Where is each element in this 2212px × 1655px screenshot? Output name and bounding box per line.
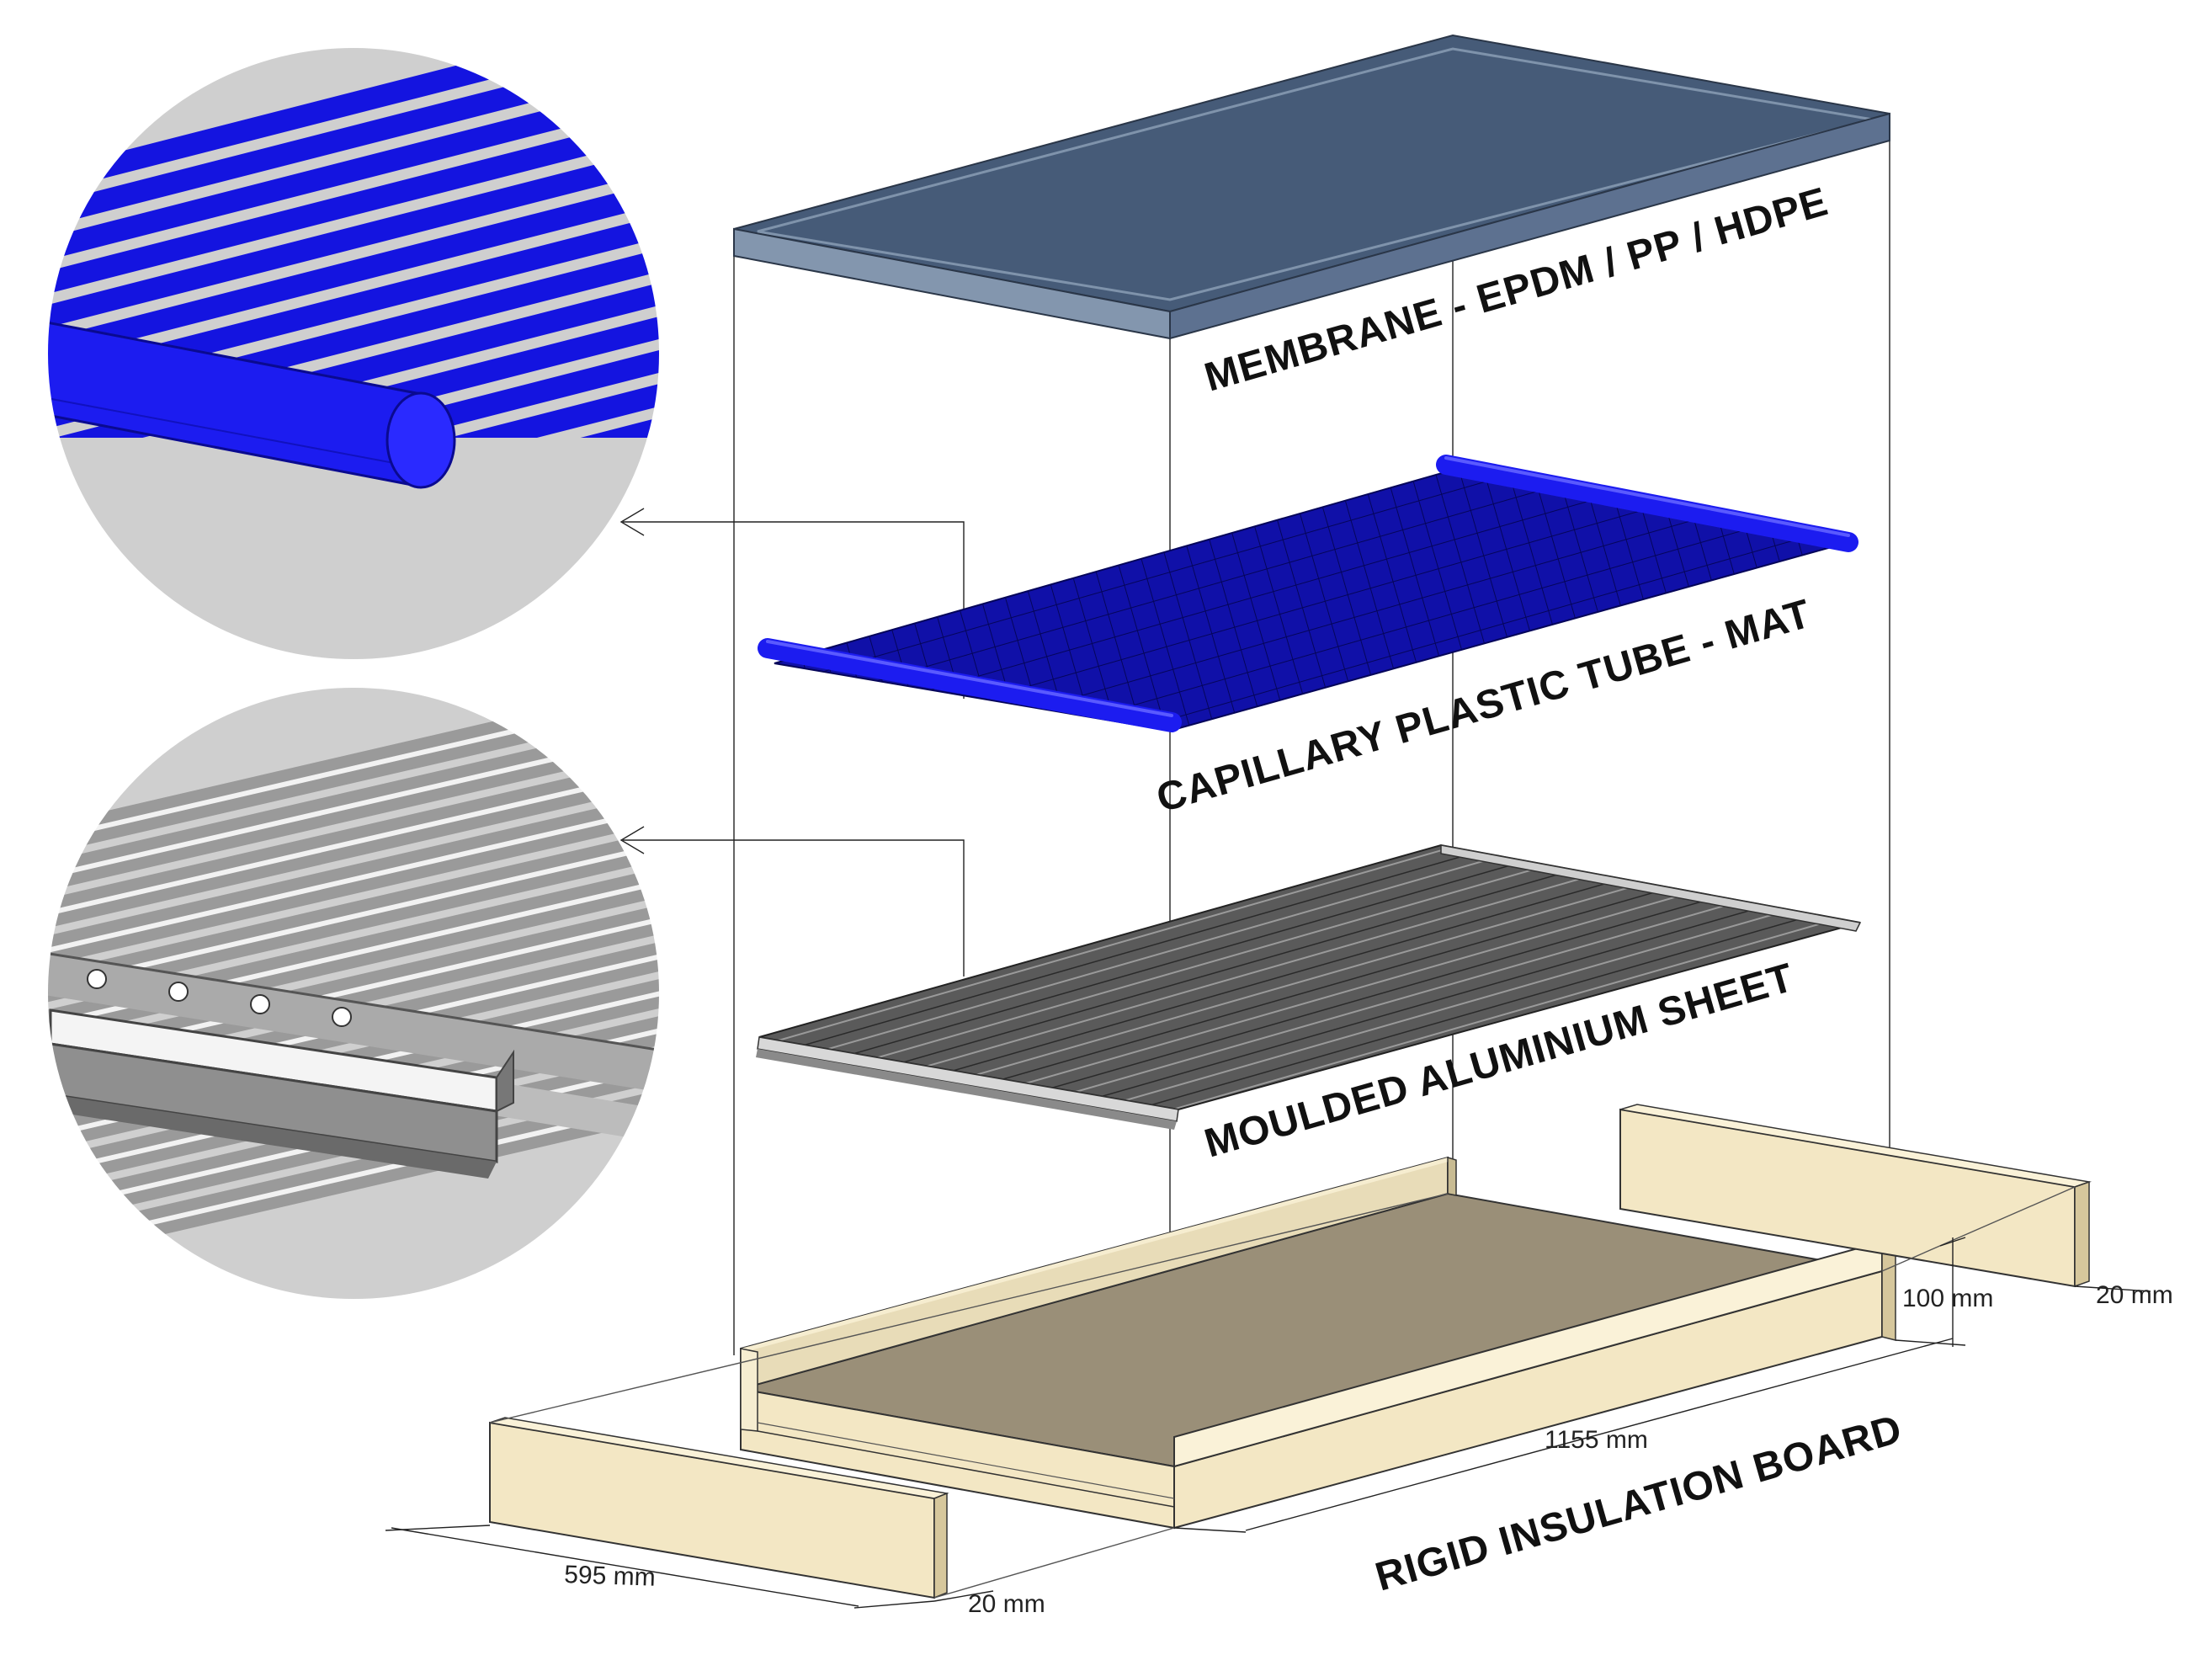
membrane-layer bbox=[733, 34, 1890, 340]
dimension-width-front: 595 mm bbox=[564, 1561, 656, 1592]
aluminium-groove-highlight bbox=[46, 799, 661, 964]
aluminium-sheet-layer bbox=[756, 843, 1862, 1130]
dimension-thickness-right: 20 mm bbox=[2096, 1281, 2173, 1309]
aluminium-groove-highlight bbox=[46, 873, 661, 1038]
dimension-lines bbox=[385, 1186, 2151, 1609]
dimension-height: 100 mm bbox=[1902, 1285, 1993, 1312]
capillary-tube-stripe bbox=[46, 141, 661, 339]
capillary-tube-stripe bbox=[46, 275, 661, 474]
insulation-board bbox=[489, 1104, 2092, 1599]
callout-arrow-aluminium bbox=[619, 826, 965, 977]
aluminium-groove-highlight bbox=[46, 762, 661, 927]
capillary-mat-layer bbox=[758, 455, 1858, 732]
capillary-tube-detail-icon bbox=[45, 45, 662, 663]
capillary-tube-stripe bbox=[46, 174, 661, 373]
dimension-thickness-front: 20 mm bbox=[968, 1590, 1045, 1618]
capillary-tube-stripe bbox=[46, 46, 661, 205]
dimension-length: 1155 mm bbox=[1545, 1426, 1648, 1454]
capillary-tube-stripe bbox=[46, 107, 661, 306]
aluminium-sheet-detail-icon bbox=[45, 684, 662, 1302]
